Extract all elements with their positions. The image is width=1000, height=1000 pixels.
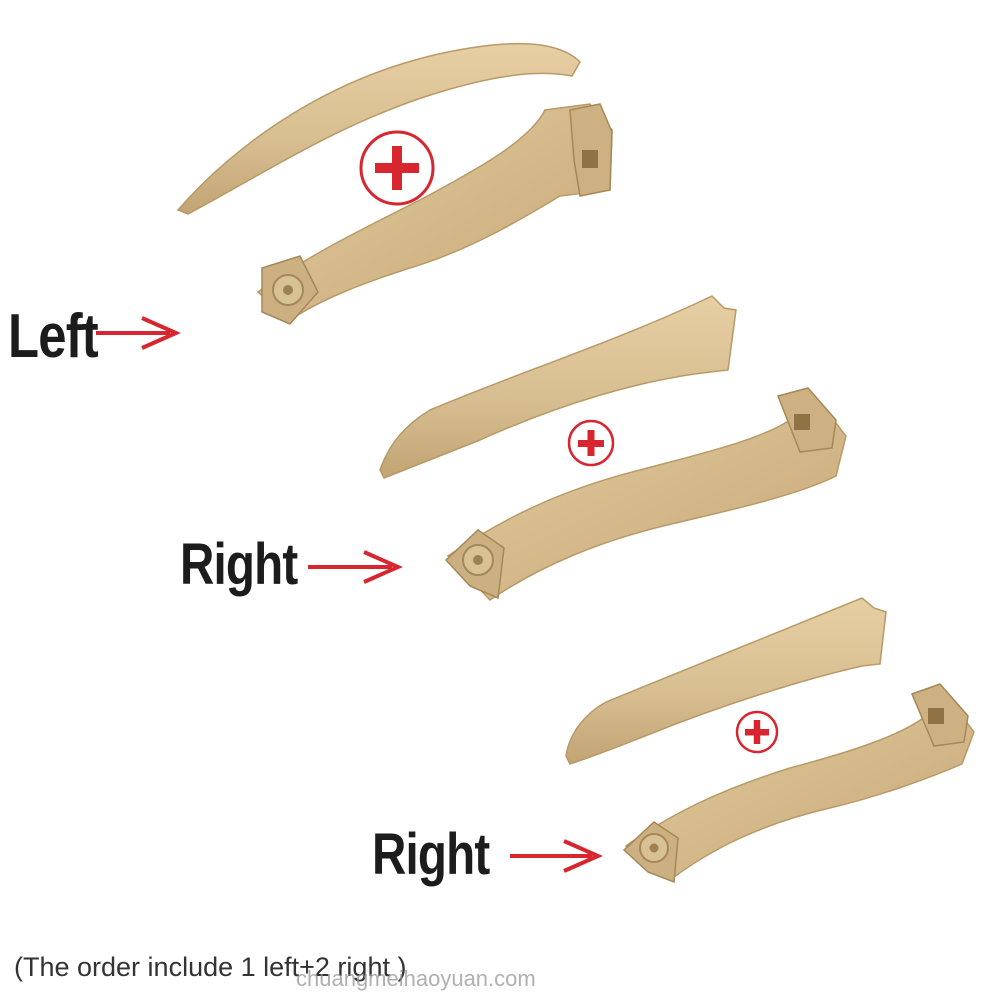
right-handle-screw-hole-2 — [649, 843, 659, 853]
right-arrow-icon — [510, 839, 603, 873]
left-handle-cover — [176, 42, 581, 215]
right-handle-set-2 — [510, 597, 975, 884]
right-handle-grip-2 — [624, 698, 975, 881]
right-handle-clip-slot-1 — [794, 414, 810, 430]
plus-in-circle-icon — [359, 130, 435, 206]
right-arrow-icon — [308, 550, 403, 584]
order-caption: (The order include 1 left+2 right ) — [14, 952, 407, 982]
plus-in-circle-icon — [567, 419, 615, 467]
left-handle-set — [96, 42, 613, 350]
left-handle-screw-hole — [283, 285, 293, 295]
right-label-second: Right — [372, 822, 490, 887]
right-handle-cover-2 — [565, 597, 887, 765]
right-handle-cover-1 — [379, 295, 737, 479]
right-handle-screw-hole-1 — [473, 555, 483, 565]
plus-in-circle-icon — [735, 710, 779, 754]
watermark: chuangmeihaoyuan.com — [296, 966, 536, 991]
right-handle-clip-slot-2 — [928, 708, 944, 724]
left-handle-clip-slot — [582, 150, 598, 168]
left-label: Left — [8, 302, 99, 371]
right-arrow-icon — [96, 316, 181, 350]
right-handle-set-1 — [308, 295, 847, 601]
right-label-first: Right — [180, 532, 298, 597]
right-handle-grip-1 — [446, 401, 847, 601]
